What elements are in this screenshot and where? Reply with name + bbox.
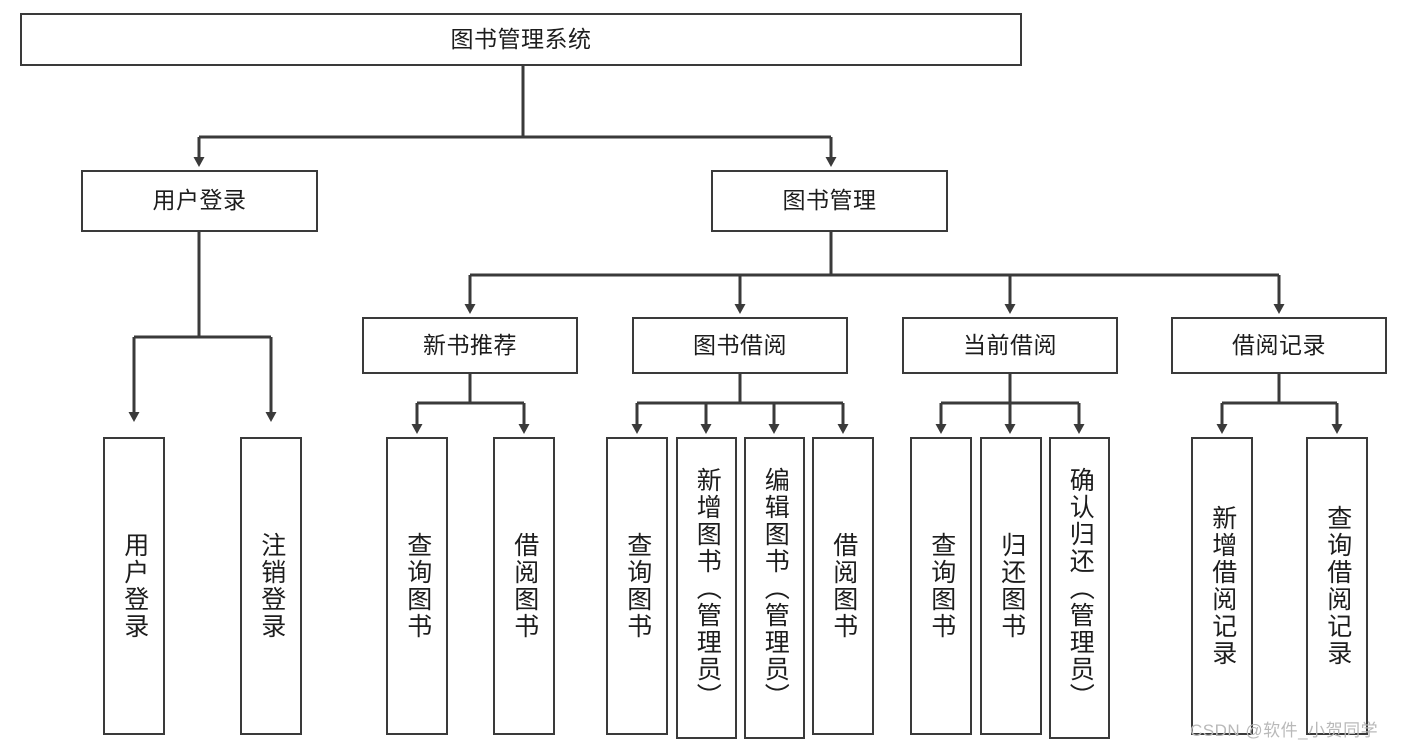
leaf-confirm-return-admin[interactable]: 确认归还（管理员） bbox=[1049, 437, 1110, 739]
node-label: 新增图书（管理员） bbox=[693, 466, 722, 710]
node-label: 编辑图书（管理员） bbox=[761, 466, 790, 710]
leaf-borrow-book[interactable]: 借阅图书 bbox=[812, 437, 874, 735]
leaf-add-book-admin[interactable]: 新增图书（管理员） bbox=[676, 437, 737, 739]
node-borrow-record[interactable]: 借阅记录 bbox=[1171, 317, 1387, 374]
node-label: 借阅图书 bbox=[829, 532, 858, 640]
node-label: 图书管理系统 bbox=[450, 25, 592, 52]
node-label: 新增借阅记录 bbox=[1208, 505, 1237, 667]
node-label: 当前借阅 bbox=[963, 331, 1057, 358]
leaf-query-borrow-record[interactable]: 查询借阅记录 bbox=[1306, 437, 1368, 735]
node-label: 图书管理 bbox=[782, 187, 877, 214]
node-label: 确认归还（管理员） bbox=[1066, 466, 1095, 710]
leaf-query-book-current[interactable]: 查询图书 bbox=[910, 437, 972, 735]
leaf-query-book-new[interactable]: 查询图书 bbox=[386, 437, 448, 735]
leaf-return-book[interactable]: 归还图书 bbox=[980, 437, 1042, 735]
watermark-text: CSDN @软件_小贺同学 bbox=[1190, 721, 1379, 740]
node-label: 用户登录 bbox=[120, 532, 149, 640]
node-book-borrow[interactable]: 图书借阅 bbox=[632, 317, 848, 374]
node-label: 查询图书 bbox=[403, 532, 432, 640]
node-book-management[interactable]: 图书管理 bbox=[711, 170, 948, 232]
node-label: 注销登录 bbox=[257, 532, 286, 640]
node-new-book-recommend[interactable]: 新书推荐 bbox=[362, 317, 578, 374]
node-current-borrow[interactable]: 当前借阅 bbox=[902, 317, 1118, 374]
node-label: 归还图书 bbox=[997, 532, 1026, 640]
node-label: 用户登录 bbox=[152, 187, 247, 214]
node-user-login[interactable]: 用户登录 bbox=[81, 170, 318, 232]
leaf-borrow-book-new[interactable]: 借阅图书 bbox=[493, 437, 555, 735]
node-root-system[interactable]: 图书管理系统 bbox=[20, 13, 1022, 66]
node-label: 图书借阅 bbox=[693, 331, 787, 358]
leaf-add-borrow-record[interactable]: 新增借阅记录 bbox=[1191, 437, 1253, 735]
leaf-query-book-borrow[interactable]: 查询图书 bbox=[606, 437, 668, 735]
leaf-user-login[interactable]: 用户登录 bbox=[103, 437, 165, 735]
node-label: 查询图书 bbox=[927, 532, 956, 640]
node-label: 查询图书 bbox=[623, 532, 652, 640]
node-label: 新书推荐 bbox=[423, 331, 517, 358]
leaf-logout[interactable]: 注销登录 bbox=[240, 437, 302, 735]
leaf-edit-book-admin[interactable]: 编辑图书（管理员） bbox=[744, 437, 805, 739]
node-label: 借阅图书 bbox=[510, 532, 539, 640]
node-label: 查询借阅记录 bbox=[1323, 505, 1352, 667]
node-label: 借阅记录 bbox=[1232, 331, 1326, 358]
